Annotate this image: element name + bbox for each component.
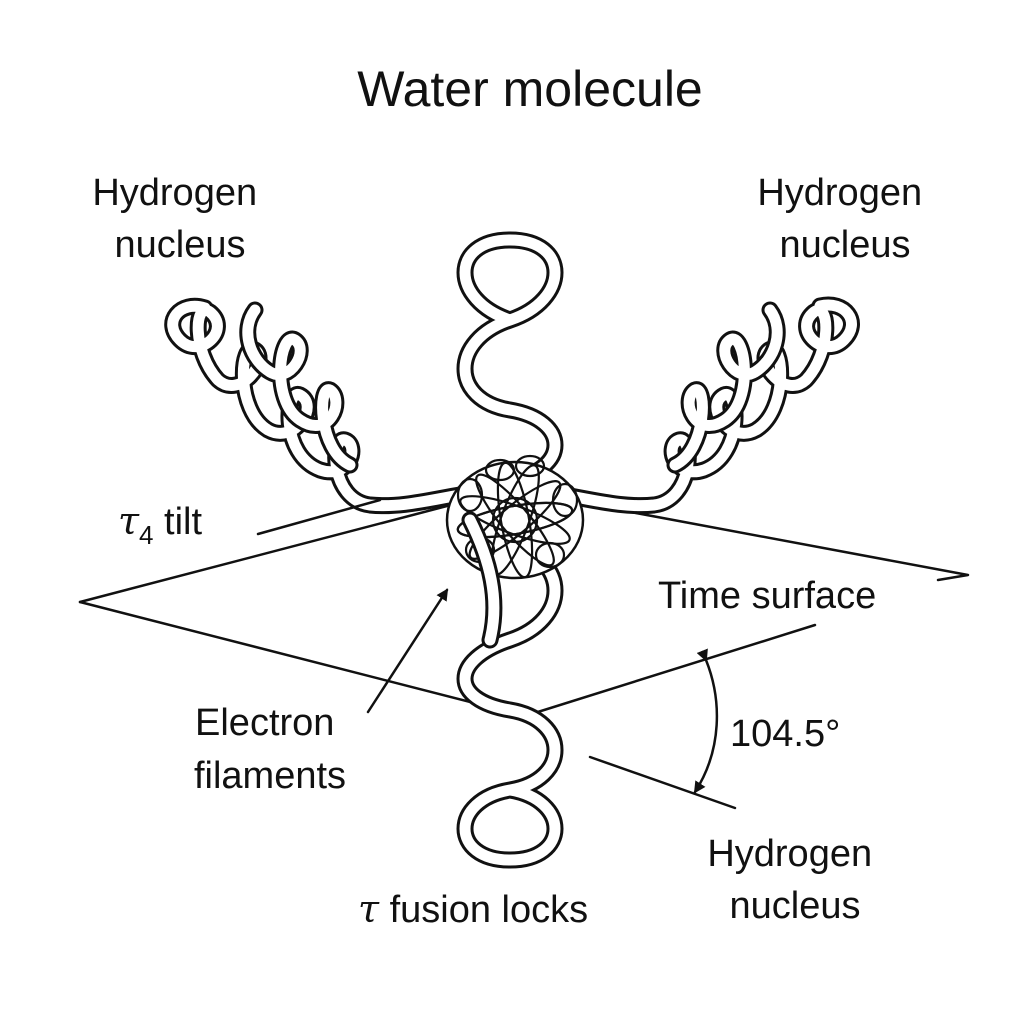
electron-filaments-arrow bbox=[366, 588, 449, 714]
label-hydrogen-bottom: Hydrogen nucleus bbox=[707, 833, 882, 927]
label-hydrogen-top-left: Hydrogen nucleus bbox=[92, 172, 267, 266]
label-hydrogen-top-right: Hydrogen nucleus bbox=[757, 172, 932, 266]
left-hydrogen-filament bbox=[164, 297, 469, 515]
diagram-title: Water molecule bbox=[357, 61, 702, 117]
label-tau-fusion-locks: τ fusion locks bbox=[358, 887, 588, 931]
label-tau4-tilt: τ4 tilt bbox=[118, 499, 203, 550]
right-hydrogen-filament bbox=[555, 296, 860, 515]
label-time-surface: Time surface bbox=[658, 575, 876, 617]
bottom-hydrogen-leader bbox=[588, 755, 737, 810]
angle-arc bbox=[693, 648, 719, 794]
tilt-leader bbox=[256, 498, 382, 536]
central-knot bbox=[445, 454, 585, 649]
label-electron-filaments: Electron filaments bbox=[194, 702, 346, 797]
label-angle: 104.5° bbox=[730, 713, 840, 755]
